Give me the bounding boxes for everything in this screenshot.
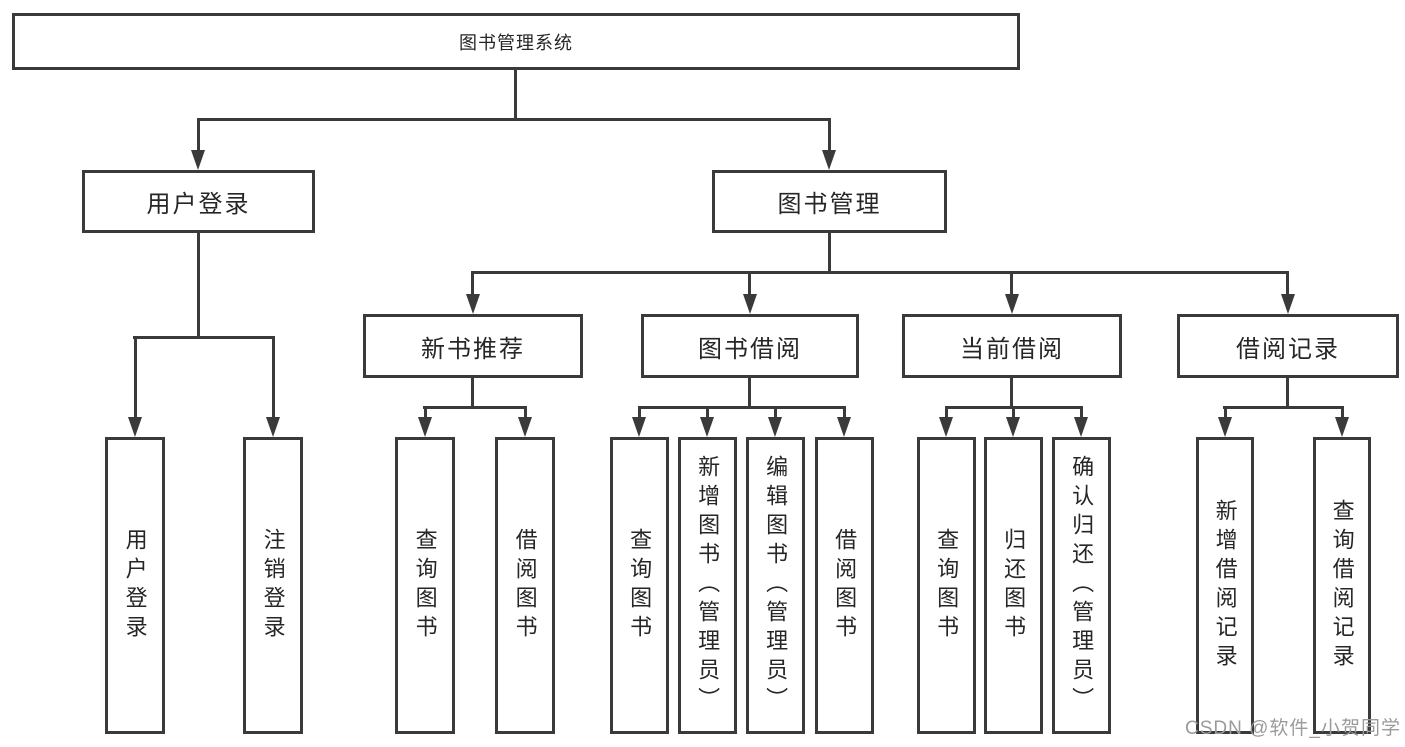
connector-line — [1286, 378, 1289, 408]
node-br-add-record-label: 新增借阅记录 — [1212, 498, 1238, 673]
connector-line — [423, 406, 526, 409]
node-book-borrow-label: 图书借阅 — [698, 335, 802, 363]
connector-line — [1012, 406, 1015, 419]
node-bb-query-book-label: 查询图书 — [627, 527, 653, 644]
connector-line — [1341, 406, 1344, 419]
node-bb-add-book-label: 新增图书（管理员） — [695, 455, 721, 716]
node-bb-query-book: 查询图书 — [610, 437, 669, 734]
watermark: CSDN @软件_小贺同学 — [1185, 718, 1401, 739]
arrow-down-icon — [1074, 417, 1088, 437]
node-bb-add-book: 新增图书（管理员） — [678, 437, 737, 734]
node-cb-query-book-label: 查询图书 — [934, 527, 960, 644]
node-login-user-login-label: 用户登录 — [122, 527, 148, 644]
connector-line — [828, 233, 831, 273]
arrow-down-icon — [837, 417, 851, 437]
arrow-down-icon — [191, 150, 205, 170]
connector-line — [945, 406, 948, 419]
node-book-borrow: 图书借阅 — [641, 314, 859, 378]
connector-line — [1224, 406, 1227, 419]
node-rec-borrow-book: 借阅图书 — [495, 437, 555, 734]
node-current-borrow: 当前借阅 — [902, 314, 1122, 378]
node-user-login: 用户登录 — [82, 170, 315, 233]
node-borrow-records-label: 借阅记录 — [1236, 335, 1340, 363]
node-rec-query-book: 查询图书 — [395, 437, 455, 734]
node-cb-confirm-return: 确认归还（管理员） — [1052, 437, 1111, 734]
connector-line — [133, 336, 275, 339]
connector-line — [134, 336, 137, 419]
connector-line — [1286, 271, 1289, 296]
arrow-down-icon — [1218, 417, 1232, 437]
connector-line — [197, 118, 831, 121]
node-new-book-rec: 新书推荐 — [363, 314, 583, 378]
connector-line — [197, 233, 200, 338]
node-login-logout: 注销登录 — [243, 437, 303, 734]
node-br-query-record: 查询借阅记录 — [1313, 437, 1371, 734]
connector-line — [638, 406, 641, 419]
arrow-down-icon — [466, 294, 480, 314]
arrow-down-icon — [1335, 417, 1349, 437]
connector-line — [828, 118, 831, 152]
connector-line — [748, 378, 751, 408]
connector-line — [843, 406, 846, 419]
node-borrow-records: 借阅记录 — [1177, 314, 1399, 378]
connector-line — [1010, 378, 1013, 408]
node-cb-return-book: 归还图书 — [984, 437, 1043, 734]
connector-line — [1223, 406, 1344, 409]
connector-line — [471, 378, 474, 408]
node-bb-edit-book-label: 编辑图书（管理员） — [763, 455, 789, 716]
connector-line — [1010, 271, 1013, 296]
connector-line — [638, 406, 846, 409]
node-cb-query-book: 查询图书 — [917, 437, 976, 734]
arrow-down-icon — [1006, 417, 1020, 437]
arrow-down-icon — [822, 150, 836, 170]
arrow-down-icon — [266, 417, 280, 437]
node-bb-edit-book: 编辑图书（管理员） — [746, 437, 805, 734]
arrow-down-icon — [1281, 294, 1295, 314]
node-br-query-record-label: 查询借阅记录 — [1329, 498, 1355, 673]
connector-line — [748, 271, 751, 296]
node-cb-return-book-label: 归还图书 — [1001, 527, 1027, 644]
node-current-borrow-label: 当前借阅 — [960, 335, 1064, 363]
arrow-down-icon — [700, 417, 714, 437]
connector-line — [197, 118, 200, 152]
arrow-down-icon — [518, 417, 532, 437]
connector-line — [774, 406, 777, 419]
node-root: 图书管理系统 — [12, 13, 1020, 70]
node-rec-borrow-book-label: 借阅图书 — [512, 527, 538, 644]
connector-line — [524, 406, 527, 419]
node-br-add-record: 新增借阅记录 — [1196, 437, 1254, 734]
arrow-down-icon — [418, 417, 432, 437]
node-login-user-login: 用户登录 — [105, 437, 165, 734]
arrow-down-icon — [743, 294, 757, 314]
node-cb-confirm-return-label: 确认归还（管理员） — [1069, 455, 1095, 716]
connector-line — [514, 70, 517, 120]
connector-line — [1080, 406, 1083, 419]
node-login-logout-label: 注销登录 — [260, 527, 286, 644]
arrow-down-icon — [939, 417, 953, 437]
arrow-down-icon — [768, 417, 782, 437]
node-new-book-rec-label: 新书推荐 — [421, 335, 525, 363]
connector-line — [471, 271, 474, 296]
node-rec-query-book-label: 查询图书 — [412, 527, 438, 644]
arrow-down-icon — [128, 417, 142, 437]
connector-line — [272, 336, 275, 419]
node-root-label: 图书管理系统 — [459, 32, 573, 53]
node-book-mgmt: 图书管理 — [712, 170, 947, 233]
arrow-down-icon — [1005, 294, 1019, 314]
connector-line — [424, 406, 427, 419]
node-bb-borrow-book-label: 借阅图书 — [832, 527, 858, 644]
node-user-login-label: 用户登录 — [146, 191, 251, 218]
connector-line — [471, 271, 1289, 274]
node-book-mgmt-label: 图书管理 — [777, 191, 882, 218]
connector-line — [706, 406, 709, 419]
arrow-down-icon — [632, 417, 646, 437]
node-bb-borrow-book: 借阅图书 — [815, 437, 874, 734]
